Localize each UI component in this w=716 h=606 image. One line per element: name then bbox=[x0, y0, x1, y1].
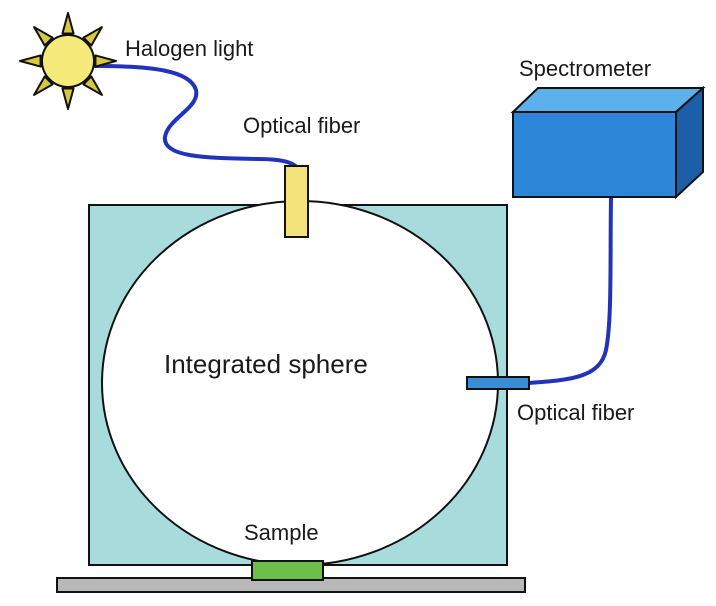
integrating-sphere-circle bbox=[101, 200, 499, 566]
sun-ray bbox=[33, 75, 54, 96]
sun-ray bbox=[82, 26, 103, 47]
optical-fiber-port-right bbox=[466, 376, 530, 390]
sun-icon bbox=[19, 12, 117, 110]
label-integrated-sphere: Integrated sphere bbox=[164, 349, 368, 379]
sun-ray bbox=[19, 54, 42, 68]
label-sample: Sample bbox=[244, 520, 319, 545]
sun-rays bbox=[19, 12, 117, 110]
spectrometer-box bbox=[510, 85, 706, 200]
label-spectrometer: Spectrometer bbox=[519, 56, 651, 81]
label-optical-fiber-top: Optical fiber bbox=[243, 113, 360, 138]
label-halogen-light: Halogen light bbox=[125, 36, 253, 61]
spectrometer-top-face bbox=[510, 87, 706, 113]
sun-ray bbox=[33, 26, 54, 47]
spectrometer-front-face bbox=[512, 111, 677, 198]
sample-holder bbox=[251, 560, 324, 581]
sun-ray bbox=[61, 12, 75, 35]
label-optical-fiber-right: Optical fiber bbox=[517, 400, 634, 425]
optical-fiber-cable-right bbox=[526, 196, 613, 385]
optical-fiber-cable-top bbox=[93, 64, 300, 172]
optical-fiber-port-top bbox=[284, 165, 309, 238]
sun-core bbox=[41, 34, 95, 88]
sun-ray bbox=[61, 87, 75, 110]
sun-ray bbox=[94, 54, 117, 68]
sun-ray bbox=[82, 75, 103, 96]
